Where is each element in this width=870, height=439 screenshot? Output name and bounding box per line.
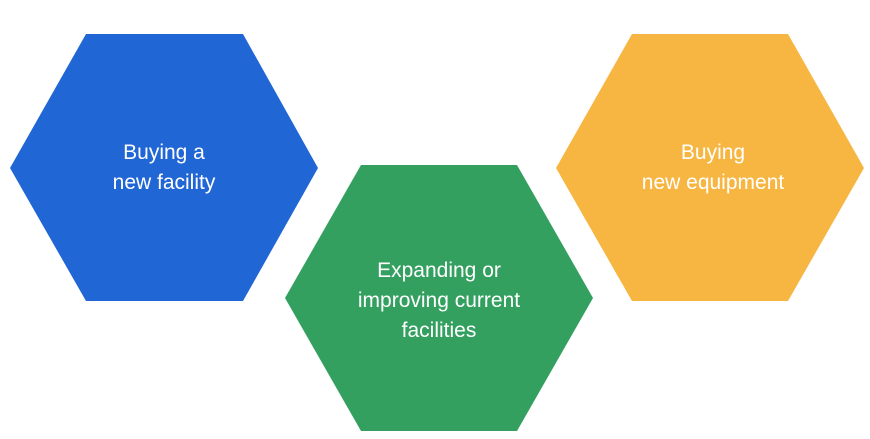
hexagon-buying-new-facility [10, 34, 318, 301]
hexagon-expanding-current-facilities [285, 165, 593, 431]
label-buying-new-facility: Buying a new facility [113, 138, 216, 198]
label-line: Buying a [123, 141, 205, 164]
label-line: Expanding or [377, 259, 501, 282]
label-line: new equipment [641, 171, 785, 194]
hexagon-buying-new-equipment [556, 34, 864, 301]
label-line: new facility [112, 171, 216, 194]
label-line: Buying [680, 141, 746, 164]
label-line: improving current [357, 289, 521, 312]
label-buying-new-equipment: Buying new equipment [642, 138, 784, 198]
label-line: facilities [401, 319, 477, 342]
label-expanding-current-facilities: Expanding or improving current facilitie… [358, 256, 520, 346]
